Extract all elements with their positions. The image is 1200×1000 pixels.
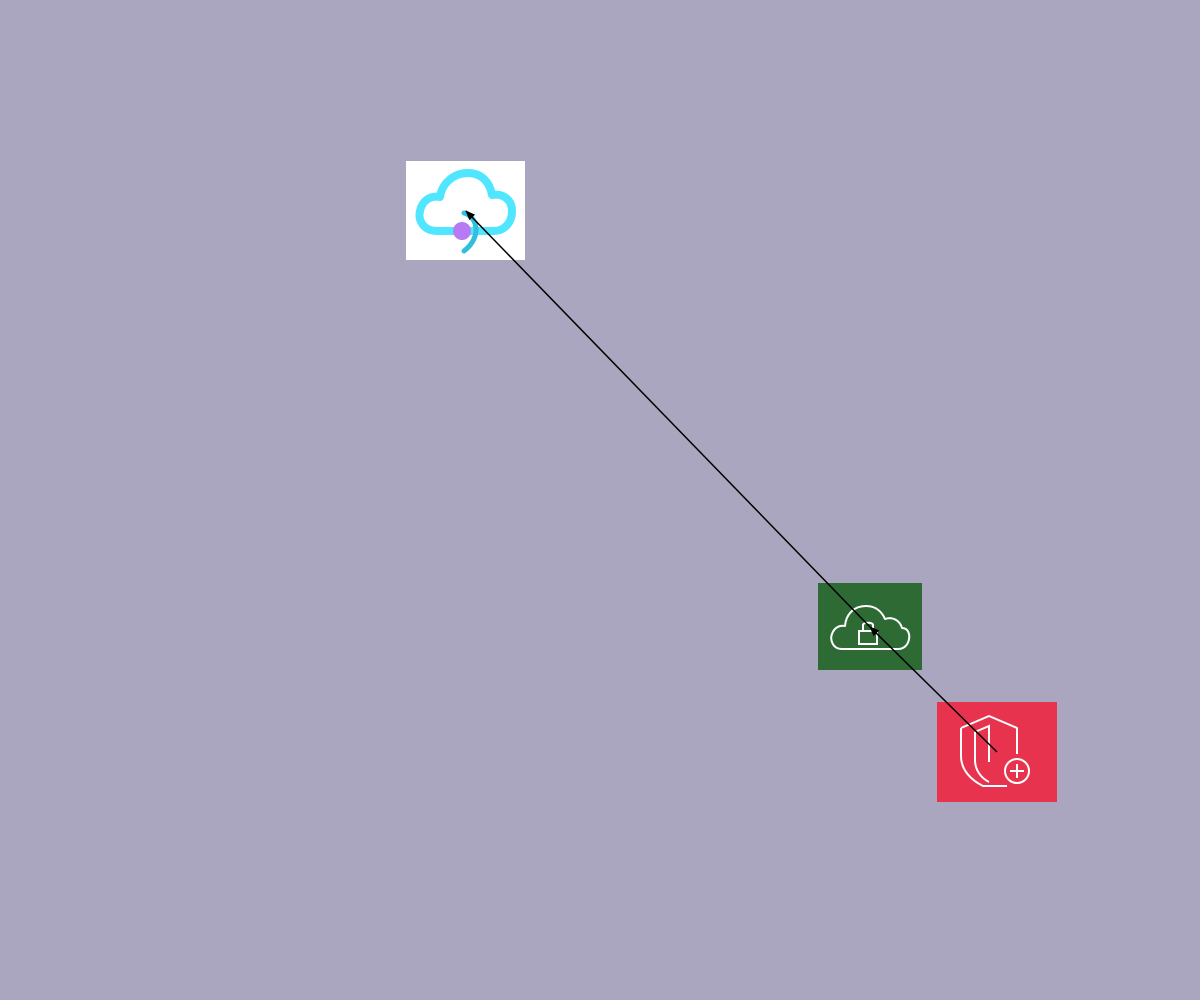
- node-vpn-gateway[interactable]: [818, 583, 922, 670]
- node-cloud-service[interactable]: [406, 161, 525, 260]
- shield-plus-icon: [960, 715, 1030, 787]
- cloud-lock-icon: [830, 605, 911, 650]
- edge-vpn-to-cloud: [465, 210, 871, 628]
- azure-cloud-service-icon: [415, 169, 516, 254]
- node-shield-add[interactable]: [937, 702, 1057, 802]
